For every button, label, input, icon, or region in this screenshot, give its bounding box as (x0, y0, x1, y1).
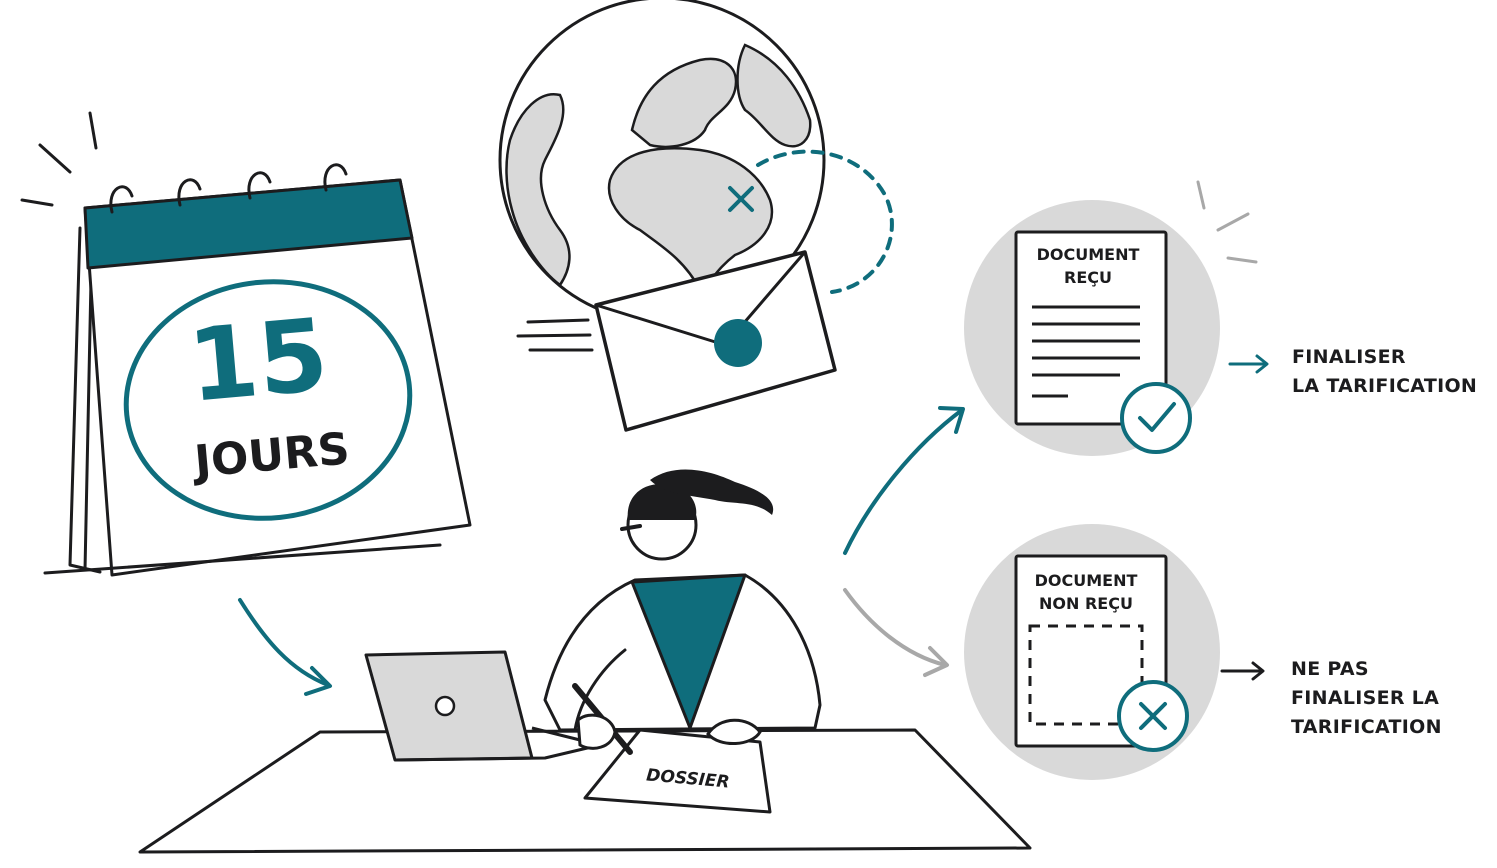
not-received-doc-line1: DOCUMENT (1035, 571, 1138, 590)
arrow-calendar-to-desk (238, 598, 332, 696)
calendar-ring (109, 185, 134, 214)
calendar-ring (247, 171, 272, 200)
speed-line (526, 318, 590, 324)
arrow-to-do-not-finalise (1220, 661, 1265, 681)
person-hand (706, 718, 762, 746)
finalise-action-label: FINALISER LA TARIFICATION (1292, 343, 1477, 401)
calendar-ring (177, 178, 202, 207)
do-not-finalise-line1: NE PAS (1291, 658, 1369, 680)
check-icon (1120, 382, 1192, 454)
continent-asia (736, 43, 812, 148)
speed-line (516, 333, 592, 338)
calendar-burst-line (20, 198, 54, 207)
missing-content-placeholder (1028, 624, 1144, 726)
burst-line (1196, 180, 1206, 210)
envelope-seal (714, 319, 762, 367)
calendar-burst-line (38, 143, 72, 174)
cross-icon (1117, 680, 1189, 752)
calendar-number: 15 (184, 296, 333, 425)
person-shirt (630, 573, 747, 730)
calendar-icon: 15 JOURS (20, 111, 472, 577)
not-received-doc-line2: NON REÇU (1039, 594, 1133, 613)
envelope-icon (516, 250, 837, 432)
dotted-route (756, 149, 894, 294)
continent-europe (630, 57, 738, 149)
arrow-to-received (843, 406, 965, 555)
continent-africa (607, 147, 773, 292)
continent-americas (505, 92, 571, 287)
finalise-action-line1: FINALISER (1292, 346, 1406, 368)
person-hand (576, 713, 617, 750)
document-not-received-card: DOCUMENT NON REÇU (964, 524, 1265, 780)
calendar-burst-line (88, 111, 98, 150)
calendar-ring (323, 163, 348, 192)
burst-line (1216, 212, 1250, 232)
received-doc-line2: REÇU (1064, 268, 1112, 287)
burst-line (1226, 256, 1258, 264)
arrow-to-finalise (1228, 354, 1269, 374)
calendar-shadow (43, 543, 442, 575)
do-not-finalise-action-label: NE PAS FINALISER LA TARIFICATION (1291, 655, 1442, 742)
do-not-finalise-line3: TARIFICATION (1291, 716, 1442, 738)
calendar-day-circle (123, 279, 413, 521)
do-not-finalise-line2: FINALISER LA (1291, 687, 1440, 709)
laptop-icon (364, 650, 602, 762)
desk-scene: DOSSIER (138, 469, 1032, 854)
arrow-to-not-received (843, 588, 949, 677)
document-received-card: DOCUMENT REÇU (964, 180, 1269, 456)
finalise-action-line2: LA TARIFICATION (1292, 375, 1478, 397)
received-doc-line1: DOCUMENT (1037, 245, 1140, 264)
calendar-header (83, 178, 414, 270)
globe-icon (498, 0, 894, 324)
